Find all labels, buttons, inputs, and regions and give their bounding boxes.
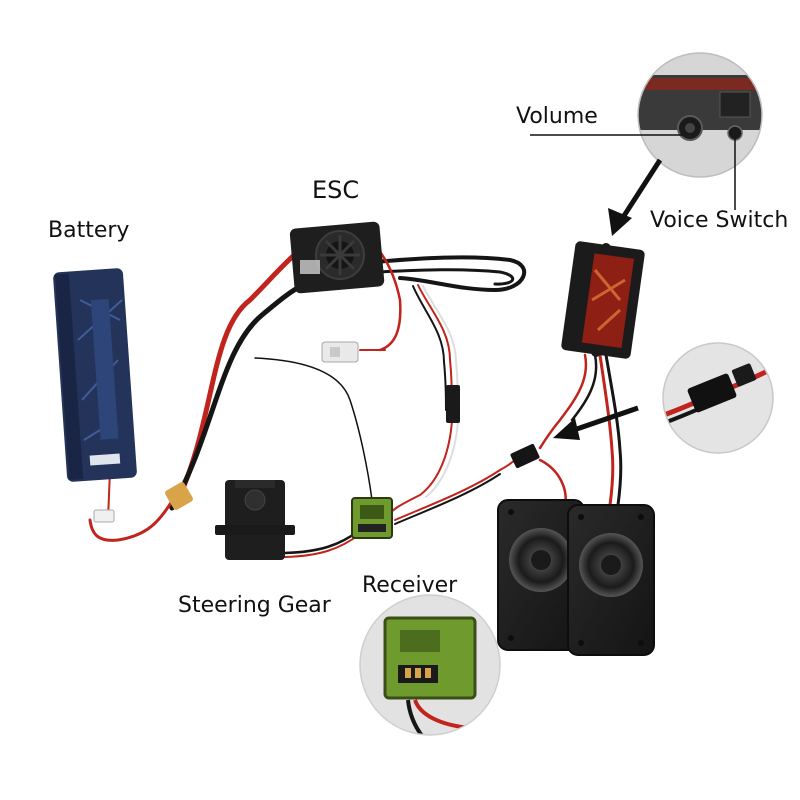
label-voice-switch: Voice Switch: [650, 208, 789, 233]
speaker-left: [497, 499, 585, 651]
label-steering-gear: Steering Gear: [178, 593, 331, 618]
callout-lines: [530, 134, 736, 210]
speaker-right: [567, 504, 655, 656]
arrow-to-connector: [553, 405, 639, 440]
connector-closeup-inset: [662, 342, 774, 454]
arrow-to-module: [608, 158, 663, 236]
esc-unit: [289, 221, 385, 294]
label-receiver: Receiver: [362, 573, 458, 598]
battery-pack: [53, 268, 193, 523]
speaker-connector: [510, 443, 540, 469]
signal-connector: [446, 385, 460, 423]
receiver-unit: [351, 497, 393, 539]
steering-servo: [215, 480, 295, 560]
label-volume: Volume: [516, 104, 598, 129]
label-battery: Battery: [48, 218, 130, 243]
esc-switch: [321, 341, 359, 363]
volume-closeup-inset: [637, 52, 763, 178]
receiver-closeup-inset: [359, 594, 501, 736]
label-esc: ESC: [312, 176, 360, 204]
sound-module: [561, 241, 645, 359]
